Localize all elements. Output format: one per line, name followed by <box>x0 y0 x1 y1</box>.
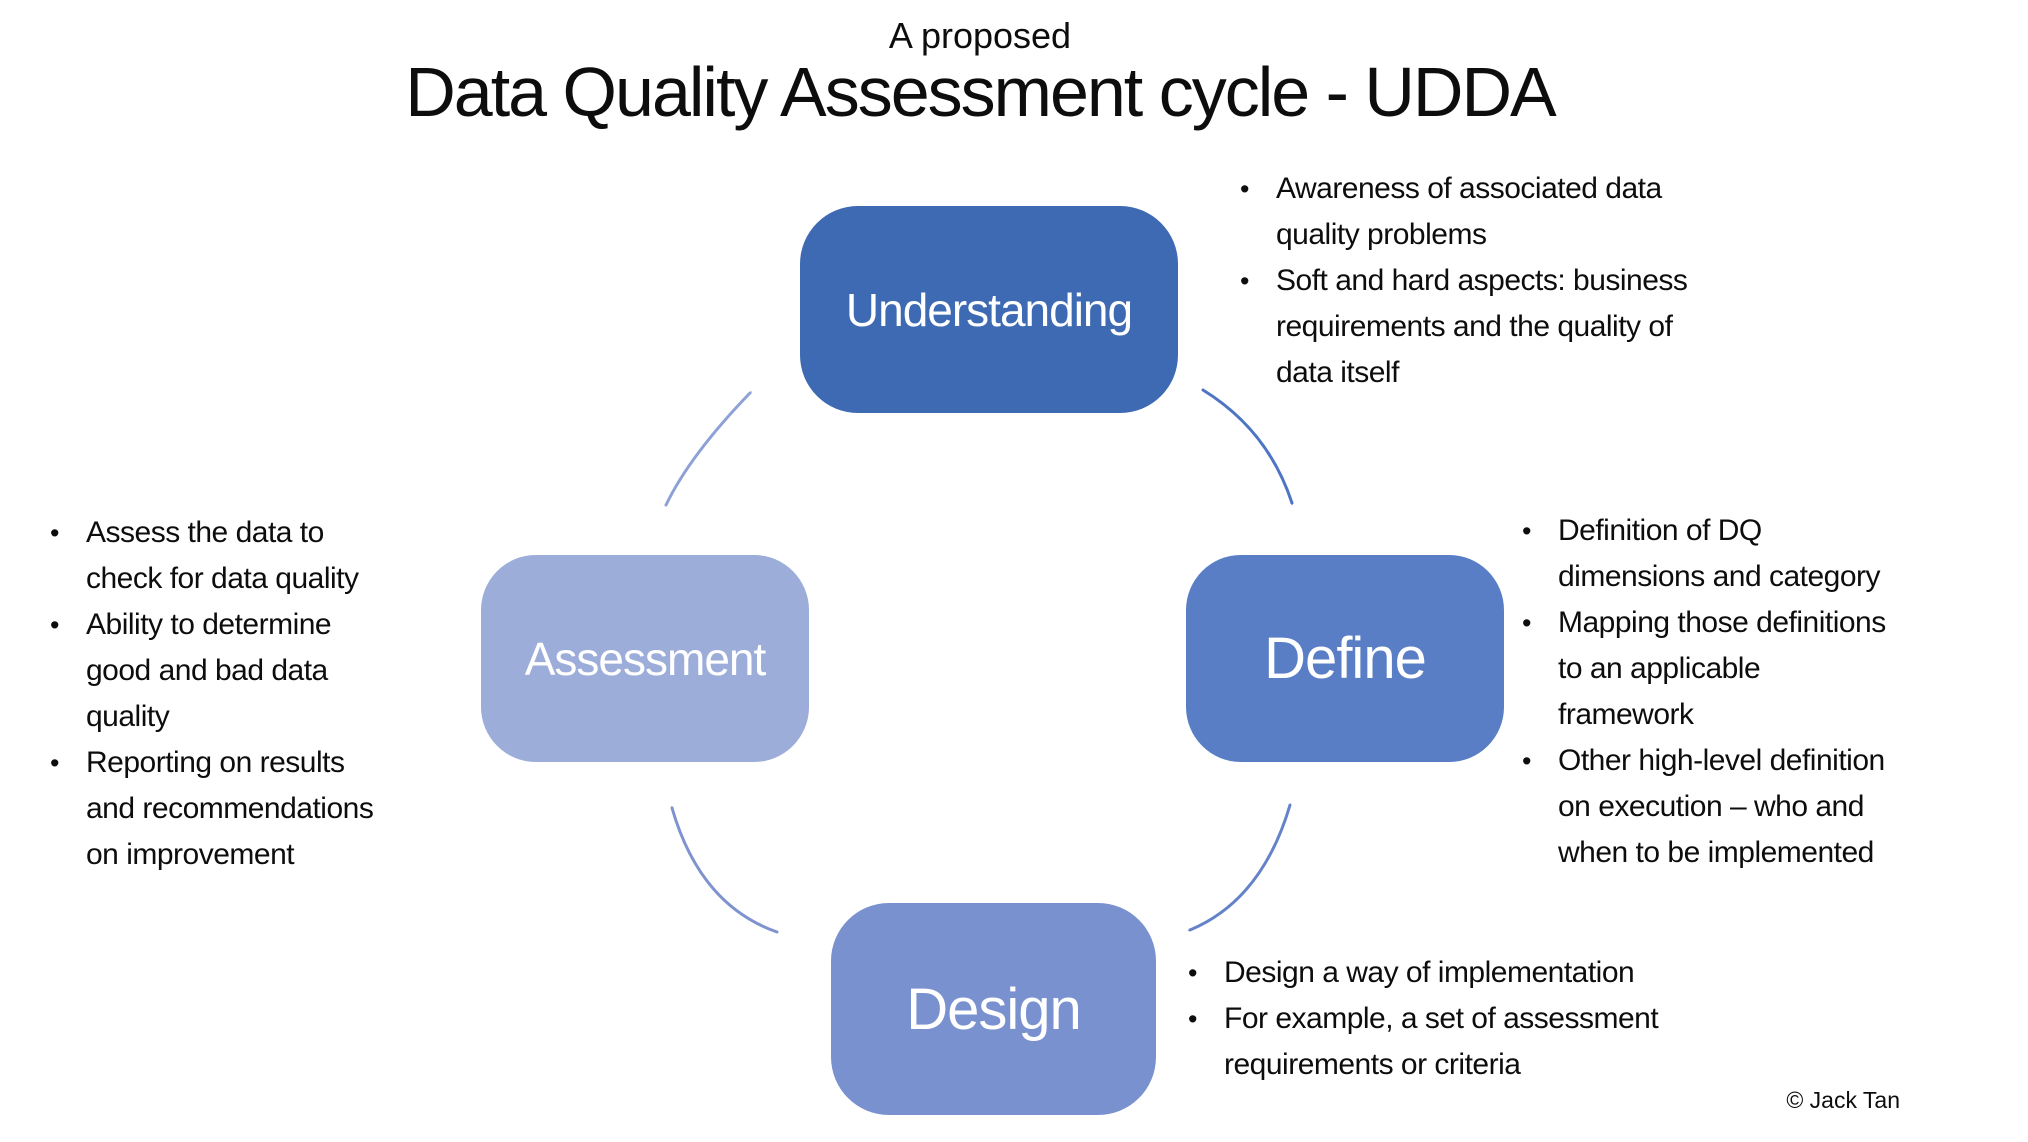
bullet-marker: • <box>1522 608 1531 638</box>
bullet-marker: • <box>1188 958 1197 988</box>
arrow-define-to-design <box>1190 803 1292 930</box>
bullet-marker: • <box>1240 266 1249 296</box>
node-design-label: Design <box>906 976 1082 1042</box>
arrow-understanding-to-define <box>1201 388 1292 503</box>
node-design: Design <box>831 903 1156 1115</box>
node-understanding-label: Understanding <box>845 283 1133 336</box>
bullet-marker: • <box>1240 174 1249 204</box>
node-understanding: Understanding <box>800 206 1178 413</box>
node-define-label: Define <box>1264 626 1427 691</box>
arrow-assessment-to-understanding <box>664 393 750 507</box>
node-assessment-label: Assessment <box>524 632 767 685</box>
subtitle: A proposed <box>888 15 1072 56</box>
node-define: Define <box>1186 555 1504 762</box>
copyright: © Jack Tan <box>1786 1087 1900 1113</box>
node-assessment: Assessment <box>481 555 809 762</box>
bullet-marker: • <box>1522 746 1531 776</box>
bullet-marker: • <box>50 610 59 640</box>
page-title: Data Quality Assessment cycle - UDDA <box>405 53 1556 131</box>
bullet-marker: • <box>1522 516 1531 546</box>
arrow-design-to-assessment <box>672 808 779 934</box>
bullet-marker: • <box>1188 1004 1197 1034</box>
bullet-text: Design a way of implementation <box>1224 956 1635 989</box>
bullet-marker: • <box>50 748 59 778</box>
design-notes: • Design a way of implementation • For exam… <box>1188 950 1659 1088</box>
bullet-item: • Design a way of implementation <box>1188 950 1658 996</box>
bullet-marker: • <box>50 518 59 548</box>
